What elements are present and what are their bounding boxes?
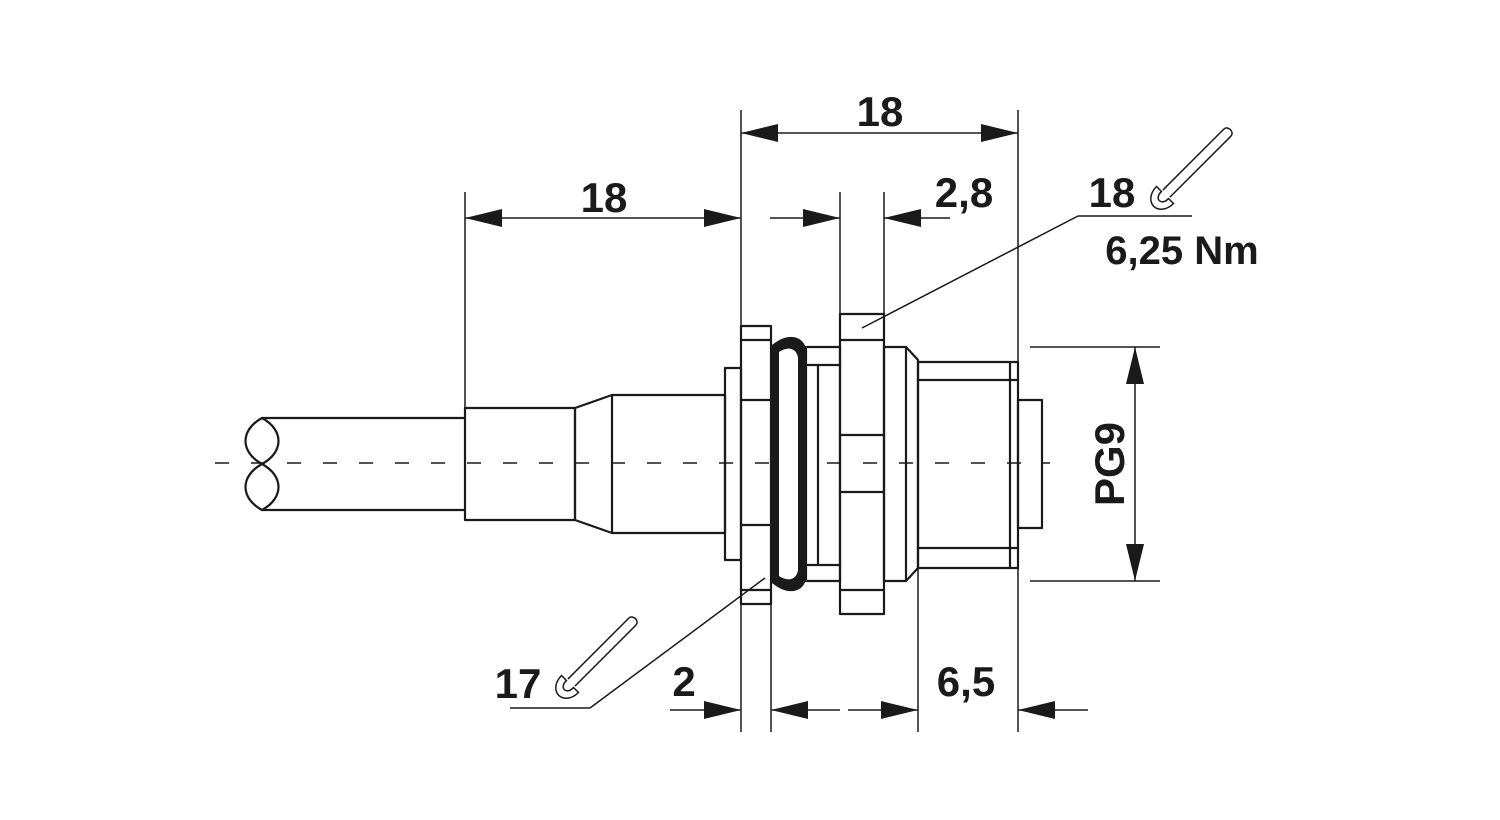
wrench-right-size: 18 xyxy=(1089,169,1136,216)
dimension-cable-section-label: 18 xyxy=(581,174,628,221)
wrench-icon xyxy=(555,616,638,699)
thread-section xyxy=(882,345,1044,583)
dimension-washer-width: 2 xyxy=(670,658,840,719)
wrench-right-torque: 6,25 Nm xyxy=(1105,229,1258,273)
dimension-thread-length-label: 6,5 xyxy=(937,658,995,705)
dimension-overall-label: 18 xyxy=(857,88,904,135)
wrench-callout-right: 18 6,25 Nm xyxy=(861,127,1259,329)
dimension-nut-width: 2,8 xyxy=(770,169,993,227)
dimension-overall: 18 xyxy=(741,88,1018,142)
housing-body xyxy=(804,345,842,583)
wrench-left-size: 17 xyxy=(495,660,542,707)
cable xyxy=(244,416,467,512)
dimension-thread-size-label: PG9 xyxy=(1086,422,1133,506)
dimension-thread-size: PG9 xyxy=(1086,347,1144,581)
extension-lines xyxy=(464,110,1160,732)
hex-nut-left xyxy=(723,324,773,606)
wrench-callout-left: 17 xyxy=(495,577,766,709)
hex-nut-right xyxy=(838,312,886,616)
wrench-icon xyxy=(1150,127,1233,210)
dimension-thread-length: 6,5 xyxy=(848,658,1088,719)
sleeve xyxy=(463,393,727,535)
o-ring xyxy=(772,336,806,592)
dimension-washer-width-label: 2 xyxy=(672,658,695,705)
dimension-cable-section: 18 xyxy=(465,174,741,227)
dimension-nut-width-label: 2,8 xyxy=(935,169,993,216)
